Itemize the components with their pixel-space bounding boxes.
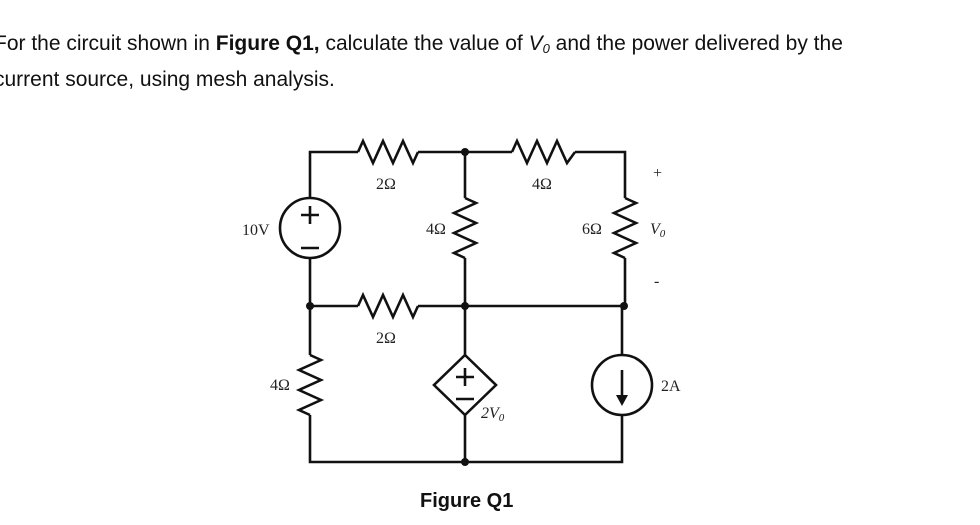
vo-plus: +	[653, 165, 662, 182]
label-r-top-left: 2Ω	[376, 176, 396, 193]
current-source: 2A	[590, 353, 681, 417]
question-line-2: current source, using mesh analysis.	[0, 68, 335, 91]
vo-label: V0	[650, 221, 666, 240]
question-suffix: and the power delivered by the	[549, 32, 843, 55]
label-r-bottom-left: 4Ω	[270, 377, 290, 394]
vo-variable: V0	[528, 32, 550, 56]
vo-marker: + V0 -	[650, 165, 666, 290]
current-source-circle-icon	[590, 353, 654, 417]
wire-top-left	[308, 150, 358, 198]
label-r-right-vertical: 6Ω	[582, 221, 602, 238]
junctions	[306, 148, 628, 466]
figure-caption: Figure Q1	[420, 490, 514, 512]
vo-minus: -	[654, 273, 659, 290]
label-voltage-source: 10V	[242, 222, 270, 239]
resistor-middle-vertical	[450, 196, 480, 260]
junction-dot	[620, 302, 628, 310]
arrow-head-icon	[616, 395, 628, 406]
diamond-icon	[432, 353, 498, 417]
label-current-source: 2A	[661, 378, 681, 395]
junction-dot	[461, 302, 469, 310]
question-prefix: For the circuit shown in	[0, 32, 216, 55]
resistor-bottom-left	[295, 353, 325, 417]
label-r-middle-vertical: 4Ω	[426, 221, 446, 238]
label-r-middle-horizontal: 2Ω	[376, 330, 396, 347]
voltage-source: 10V	[242, 196, 342, 260]
resistor-right-vertical	[610, 196, 640, 260]
dependent-source-label: 2V0	[481, 405, 505, 424]
label-r-top-right: 4Ω	[532, 176, 552, 193]
junction-dot	[461, 458, 469, 466]
dependent-voltage-source: 2V0	[432, 353, 505, 424]
resistor-top-right	[510, 137, 577, 167]
voltage-source-circle-icon	[278, 196, 342, 260]
resistor-middle-horizontal	[356, 291, 420, 321]
resistor-top-left	[356, 137, 420, 167]
junction-dot	[461, 148, 469, 156]
question-middle: calculate the value of	[319, 32, 529, 55]
wire-top-right	[575, 150, 627, 198]
question-text: For the circuit shown in Figure Q1, calc…	[0, 28, 980, 95]
wires	[308, 150, 627, 464]
junction-dot	[306, 302, 314, 310]
figure-reference: Figure Q1,	[215, 32, 320, 55]
